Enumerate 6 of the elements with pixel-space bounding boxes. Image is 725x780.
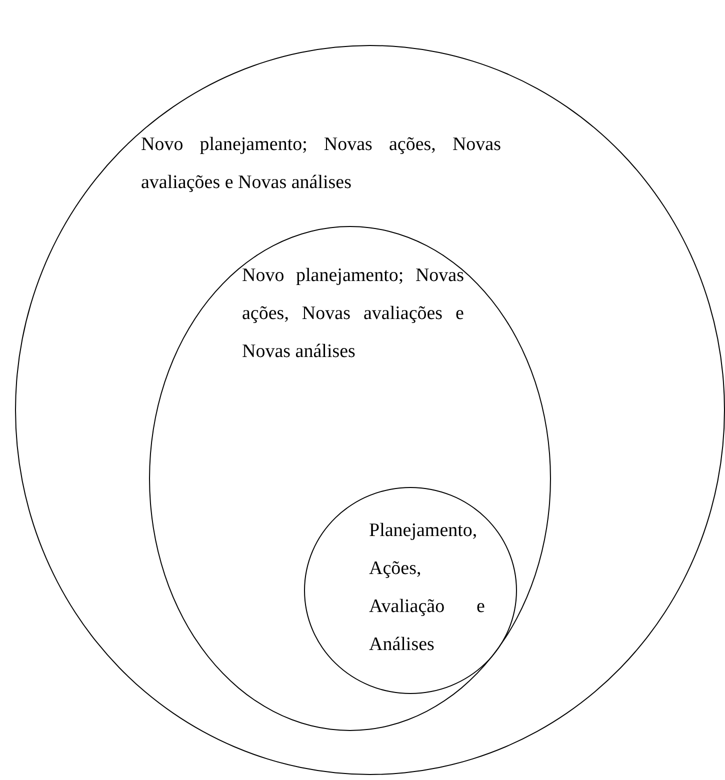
ellipse [149, 226, 551, 731]
ellipse [15, 45, 725, 775]
ellipse-label: Novo planejamento; Novas ações, Novas avaliações e Novas análises [141, 133, 501, 195]
ellipse-label: Planejamento, Ações, Avaliação e Análises [369, 519, 485, 657]
ellipse [304, 487, 517, 694]
ellipse-label: Novo planejamento; Novas ações, Novas avaliações e Novas análises [242, 264, 464, 364]
